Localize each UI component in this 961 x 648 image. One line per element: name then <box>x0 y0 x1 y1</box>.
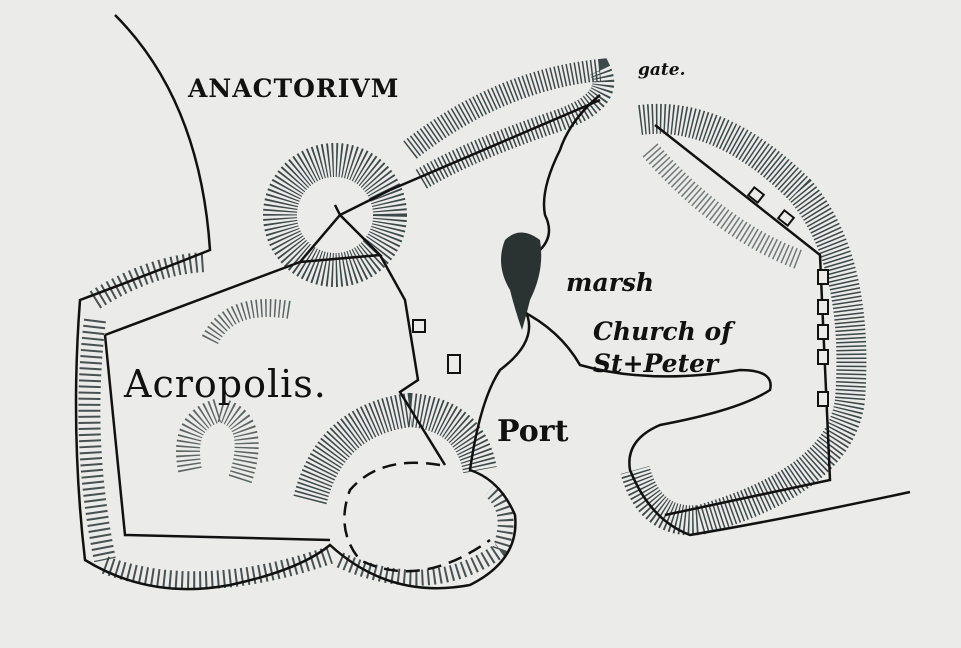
label-gate: gate. <box>638 60 686 80</box>
label-church: Church of St+Peter <box>593 316 732 380</box>
towers <box>412 185 829 407</box>
label-marsh: marsh <box>566 268 655 297</box>
label-anactorium: ANACTORIVM <box>188 74 400 103</box>
coastline <box>74 14 911 591</box>
marsh-area <box>501 232 542 330</box>
label-church-line2: St+Peter <box>593 349 719 378</box>
walls <box>103 98 832 542</box>
label-church-line1: Church of <box>593 317 732 346</box>
dashed-wall <box>343 461 491 573</box>
label-acropolis: Acropolis. <box>124 362 327 406</box>
hill-hachures <box>78 58 867 590</box>
label-port: Port <box>497 414 569 449</box>
